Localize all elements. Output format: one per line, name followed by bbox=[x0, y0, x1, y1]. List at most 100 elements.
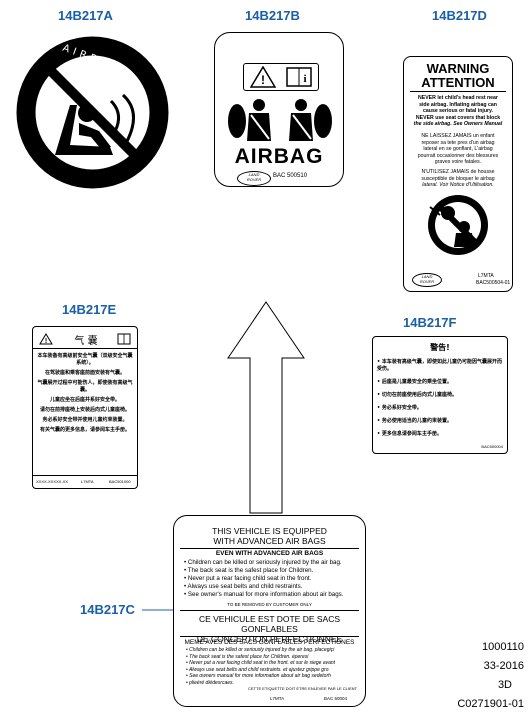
title-divider bbox=[180, 548, 359, 549]
fr-line: graves voire fatales. bbox=[434, 159, 482, 166]
occupants-airbag-icon bbox=[228, 99, 332, 141]
label-14b217b: ! i AIRBAG LAND ROVER BAC 500510 bbox=[214, 32, 344, 187]
bullet-list-en: • Children can be killed or seriously in… bbox=[184, 559, 362, 599]
title-line2: WITH ADVANCED AIR BAGS bbox=[213, 536, 326, 546]
svg-text:i: i bbox=[303, 73, 306, 85]
bullet-list-fr: • Children can be killed or seriously in… bbox=[186, 647, 362, 686]
cn-line: 儿童应坐在后座并系好安全带。 bbox=[49, 397, 120, 403]
land-rover-logo: LAND ROVER bbox=[412, 273, 442, 287]
fr-bullet-item: • plieéré diédesrcaes. bbox=[186, 679, 234, 686]
airbag-title: AIRBAG bbox=[234, 145, 324, 168]
label-code-2: BAC500504-01 bbox=[476, 280, 511, 286]
icon-box: ! i bbox=[243, 63, 319, 91]
no-child-near-airbag-icon bbox=[428, 195, 488, 255]
label-14b217e: ! 气 囊 本车装备有高级前安全气囊（双级安全气囊系统）。 在驾驶座和乘客座前面… bbox=[32, 326, 138, 489]
fr-title-line1: CE VEHICULE EST DOTE DE SACS GONFLABLES bbox=[198, 614, 341, 634]
fr-bullet-item: • The back seat is the safest place for … bbox=[186, 653, 309, 660]
cn-text-block: • 本车装有高级气囊，即使如此儿童仍可能因气囊展开而受伤。 • 后座是儿童最安全… bbox=[377, 359, 503, 444]
cn-line: • 后座是儿童最安全的乘坐位置。 bbox=[377, 379, 452, 385]
bullet-item: • The back seat is the safest place for … bbox=[184, 567, 314, 574]
label-code-2: BAC 50004 bbox=[324, 696, 348, 701]
ref-line3: 3D bbox=[497, 679, 512, 691]
warning-triangle-icon: ! bbox=[250, 66, 276, 88]
callout-14b217c: 14B217C bbox=[80, 602, 135, 617]
logo-line1: LAND bbox=[248, 172, 260, 177]
ref-line1: 1000110 bbox=[481, 641, 524, 653]
label-code: BAC500004 bbox=[481, 444, 503, 449]
callout-14b217f: 14B217F bbox=[403, 315, 457, 330]
en-line: side airbag. Inflating airbag can bbox=[419, 101, 497, 108]
cn-line: • 本车装有高级气囊，即使如此儿童仍可能因气囊展开而受伤。 bbox=[377, 359, 502, 372]
bullet-item: • See owner's manual for more informatio… bbox=[184, 591, 344, 598]
warning-triangle-icon: ! bbox=[39, 333, 53, 345]
foot-mid: L7MTA bbox=[81, 479, 94, 484]
fr-bullet-item: • Never put a rear facing child seat in … bbox=[186, 660, 336, 666]
header-cn: 气 囊 bbox=[74, 336, 98, 347]
cn-line: • 务必使用适当的儿童约束装置。 bbox=[377, 418, 452, 424]
warning-text-en: NEVER let child's head rest near side ai… bbox=[408, 95, 508, 128]
cn-line: 在驾驶座和乘客座前面安装有气囊。 bbox=[44, 370, 125, 376]
no-child-seat-icon bbox=[16, 36, 169, 189]
label-14b217f: 警告! • 本车装有高级气囊，即使如此儿童仍可能因气囊展开而受伤。 • 后座是儿… bbox=[372, 336, 508, 454]
foot-right: BAC501000 bbox=[109, 479, 131, 484]
label-14b217c: THIS VEHICLE IS EQUIPPED WITH ADVANCED A… bbox=[173, 515, 366, 707]
ref-line4: C0271901-01 bbox=[457, 698, 524, 710]
bullet-item: • Always use seat belts and child restra… bbox=[184, 583, 303, 590]
header-cn: 警告! bbox=[430, 343, 450, 352]
cn-line: • 务必系好安全带。 bbox=[377, 405, 422, 411]
fr-title-line2: DE CONCEPTION PERFECTIONNEE bbox=[196, 634, 343, 644]
cn-text-block: 本车装备有高级前安全气囊（双级安全气囊系统）。 在驾驶座和乘客座前面安装有气囊。… bbox=[33, 353, 137, 437]
logo-line2: ROVER bbox=[246, 177, 262, 182]
callout-14b217b: 14B217B bbox=[245, 8, 300, 23]
logo-line1: LAND bbox=[421, 274, 433, 279]
label-code-1: L7MTA bbox=[478, 273, 494, 279]
warning-text-fr2: N'UTILISEZ JAMAIS de housse susceptible … bbox=[408, 169, 508, 189]
remove-note: TO BE REMOVED BY CUSTOMER ONLY bbox=[227, 602, 312, 607]
fr-remove-note: CETTE ETIQUETTE DOIT ETRE ENLEVEE PAR LE… bbox=[248, 686, 357, 691]
en-line: NEVER use seat covers that block bbox=[415, 114, 501, 121]
warning-text-fr1: NE LAISSEZ JAMAIS un enfant reposer sa t… bbox=[408, 133, 508, 166]
header-divider bbox=[33, 348, 137, 349]
warning-title: WARNING bbox=[426, 61, 490, 76]
fr-line: susceptible de bloquer le airbag bbox=[421, 175, 495, 182]
bullet-item: • Children can be killed or seriously in… bbox=[184, 559, 342, 566]
fr-line: NE LAISSEZ JAMAIS un enfant bbox=[421, 133, 495, 139]
manual-book-icon bbox=[117, 333, 131, 345]
logo-line2: ROVER bbox=[419, 279, 435, 284]
cn-line: • 切勿在前座使用后向式儿童座椅。 bbox=[377, 392, 457, 398]
ref-line2: 33-2016 bbox=[483, 660, 524, 672]
attention-title: ATTENTION bbox=[421, 75, 495, 90]
label-code-1: L7MTA bbox=[270, 696, 285, 701]
label-14b217a: AIRBAG bbox=[15, 35, 170, 190]
en-line: NEVER let child's head rest near bbox=[418, 95, 498, 101]
title-line1: THIS VEHICLE IS EQUIPPED bbox=[212, 526, 327, 536]
land-rover-logo: LAND ROVER bbox=[237, 171, 271, 186]
fr-bullet-item: • See owners manual for more information… bbox=[186, 673, 331, 679]
bullet-item: • Never put a rear facing child seat in … bbox=[184, 575, 312, 582]
fr-line: lateral en se gonflant, L'airbag bbox=[423, 146, 493, 153]
cn-line: 请勿在前排座椅上安装后向式儿童座椅。 bbox=[39, 407, 130, 413]
footer-divider bbox=[33, 475, 137, 476]
callout-14b217d: 14B217D bbox=[432, 8, 487, 23]
fr-subtitle: MEME AVES DES SACS GONFLABLES PERFECTION… bbox=[184, 639, 355, 646]
cn-line: 本车装备有高级前安全气囊（双级安全气囊系统）。 bbox=[37, 353, 133, 366]
section-divider bbox=[180, 610, 359, 611]
subtitle: EVEN WITH ADVANCED AIR BAGS bbox=[215, 550, 324, 557]
direction-arrow bbox=[227, 301, 305, 514]
cn-line: 务必系好安全带并使用儿童约束装置。 bbox=[42, 417, 128, 423]
cn-line: 有关气囊的更多信息，请参阅车主手册。 bbox=[39, 427, 130, 433]
en-line: cause serious or fatal injury. bbox=[423, 108, 493, 115]
callout-14b217a: 14B217A bbox=[58, 8, 113, 23]
title-block: THIS VEHICLE IS EQUIPPED WITH ADVANCED A… bbox=[174, 526, 365, 546]
label-14b217d: WARNING ATTENTION NEVER let child's head… bbox=[403, 56, 513, 292]
fr-bullet-item: • Always use seat belts and child restra… bbox=[186, 666, 329, 673]
title-divider bbox=[410, 91, 506, 92]
fr-title-block: CE VEHICULE EST DOTE DE SACS GONFLABLES … bbox=[174, 614, 365, 644]
en-line: the side airbag. See Owners Manual bbox=[413, 121, 503, 128]
label-code: BAC 500510 bbox=[273, 173, 308, 179]
fr-line: N'UTILISEZ JAMAIS de housse bbox=[421, 169, 495, 175]
svg-text:!: ! bbox=[261, 73, 265, 87]
leader-line-c bbox=[142, 609, 176, 611]
foot-left: XXXX-XXXXX-XX bbox=[36, 479, 69, 484]
svg-text:!: ! bbox=[45, 338, 47, 345]
